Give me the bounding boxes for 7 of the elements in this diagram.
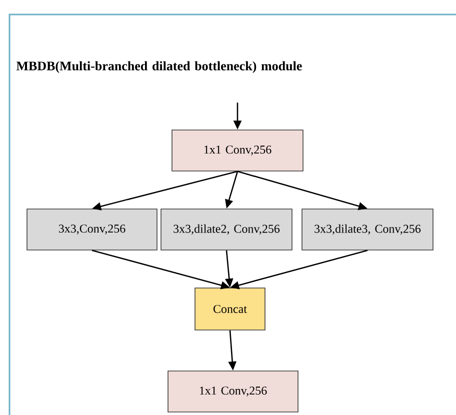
concat-box: Concat: [194, 288, 266, 330]
conv-box: 1x1 Conv,256: [172, 130, 304, 172]
branch-box: 3x3,dilate3, Conv,256: [302, 208, 434, 250]
conv-box: 1x1 Conv,256: [168, 370, 298, 412]
branch-box: 3x3,Conv,256: [26, 208, 158, 250]
branch-box: 3x3,dilate2, Conv,256: [160, 208, 292, 250]
title: MBDB(Multi-branched dilated bottleneck) module: [16, 61, 302, 73]
